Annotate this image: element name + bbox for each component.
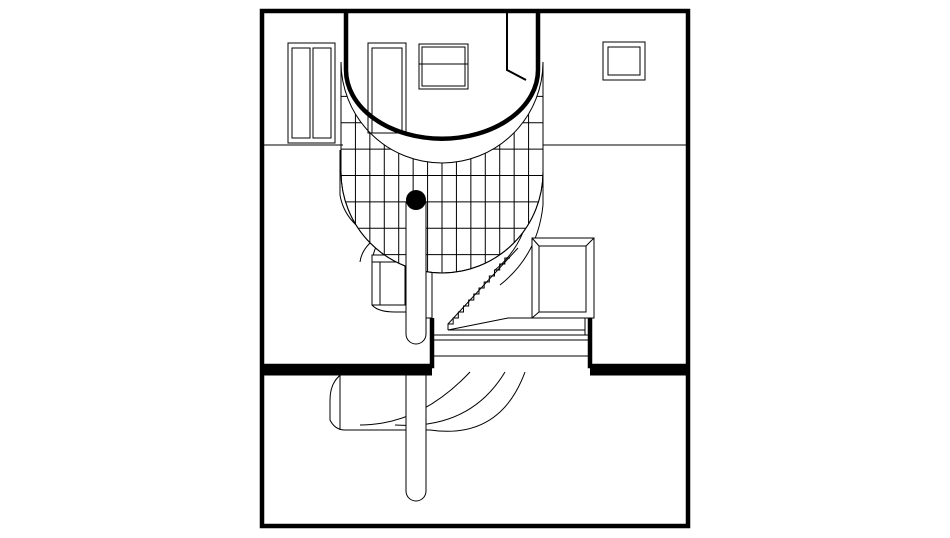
stair-stringer [447,247,519,325]
balcony-parapet [447,237,595,335]
floor-slab [262,318,688,376]
column-cap [406,190,426,210]
landing-bridge [432,334,590,357]
interior-door [367,42,407,134]
left-window [287,42,336,144]
outer-frame [259,8,691,529]
interior-window [418,43,469,90]
stair-treads [447,247,519,330]
glass-block-wall [340,61,544,274]
central-column [405,190,427,502]
drum-outline [343,11,541,141]
right-window [602,41,646,81]
stair-tread-profile [447,257,510,330]
lower-spiral-stair [329,371,526,432]
